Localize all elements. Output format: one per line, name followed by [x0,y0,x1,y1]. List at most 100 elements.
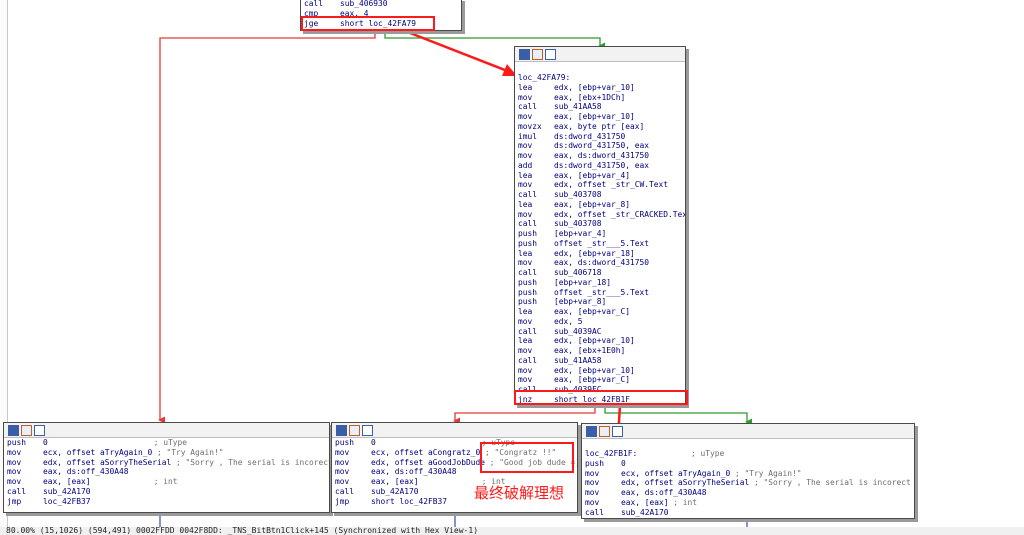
code-mnemonic: call [518,219,538,229]
edit-icon[interactable] [599,425,610,437]
code-line[interactable]: lea eax, [ebp+var_8] [515,200,685,210]
code-mnemonic: add [518,160,533,170]
code-line[interactable]: push[ebp+var_4] [515,229,685,239]
code-operand: sub_4039AC [554,326,602,336]
left-scroll-rail[interactable] [0,0,8,535]
code-operand: offset _str___5.Text [554,238,650,248]
edit-icon[interactable] [21,424,32,436]
code-mnemonic: call [304,0,324,8]
code-operand: edx, offset _str_CRACKED.Text [554,209,686,219]
code-mnemonic: lea [518,82,533,92]
node-menu-icon[interactable] [612,425,623,437]
graph-view-icon[interactable] [586,425,597,437]
code-mnemonic: call [335,486,355,496]
code-operand: sub_41AA58 [554,102,602,112]
code-operand: eax, [ebp+var_10] [554,112,635,121]
graph-view-icon[interactable] [336,424,347,436]
code-comment: ; "Sorry , The serial is incorect !" [171,457,330,467]
code-mnemonic: mov [7,447,22,457]
node-menu-icon[interactable] [545,48,556,60]
code-mnemonic: lea [518,199,533,209]
code-mnemonic: call [518,190,538,199]
code-operand: edx, [ebp+var_10] [554,336,635,346]
code-mnemonic: mov [518,346,533,355]
edit-icon[interactable] [349,424,360,436]
code-operand: edx, 5 [554,316,583,326]
code-operand: [ebp+var_8] [554,297,607,307]
node-menu-icon[interactable] [34,424,45,436]
edit-icon[interactable] [532,48,543,60]
code-operand: eax, [ebp+var_8] [554,199,631,209]
code-operand: eax, [eax] [621,497,669,507]
node-menu-icon[interactable] [362,424,373,436]
code-label[interactable]: loc_42FA79: [518,73,571,82]
code-mnemonic: push [518,287,538,297]
code-mnemonic: mov [585,488,600,497]
graph-view-icon[interactable] [519,48,530,60]
code-mnemonic: jnz [518,394,533,404]
code-line[interactable]: push[ebp+var_18] [515,278,685,288]
code-line[interactable]: push[ebp+var_8] [515,297,685,307]
code-operand: ds:dword_431750 [554,131,626,141]
code-label-row[interactable]: loc_42FB1F:; uType [582,449,914,459]
code-mnemonic: call [7,486,27,496]
code-operand: short loc_42FA79 [340,18,417,28]
graph-view-icon[interactable] [8,424,19,436]
